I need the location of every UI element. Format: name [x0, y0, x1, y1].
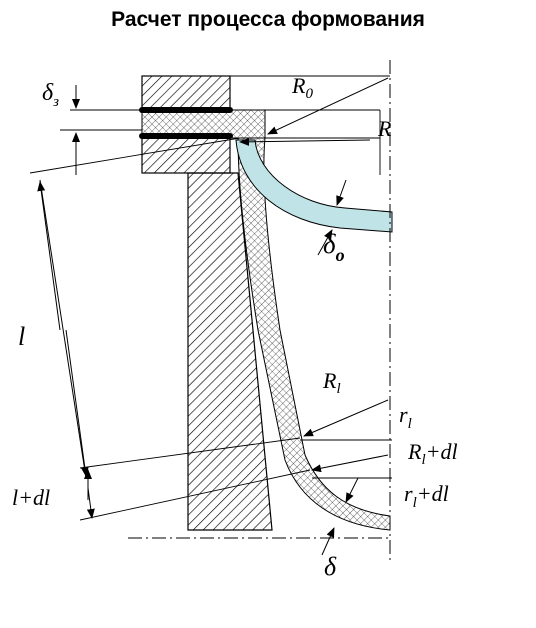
label-delta-z: δз	[42, 80, 59, 110]
R-arrow	[239, 137, 371, 146]
delta-o-arrow-bottom	[317, 229, 333, 256]
label-Rl: Rl	[322, 368, 341, 397]
label-rl-dl: rl+dl	[404, 481, 449, 511]
label-Rl-dl: Rl+dl	[407, 439, 458, 468]
l-dimension-line	[39, 179, 87, 479]
die-flange	[141, 137, 231, 174]
l-arrow-top	[37, 181, 61, 331]
blank-holder	[141, 75, 231, 111]
delta-arrow-bottom	[321, 527, 335, 556]
l-arrow-bottom	[65, 329, 89, 477]
Rl-arrow	[303, 399, 389, 437]
label-rl: rl	[399, 402, 412, 432]
label-l-dl: l+dl	[12, 485, 50, 510]
label-R: R	[377, 116, 392, 141]
delta-arrow-top	[345, 477, 359, 503]
die-body	[187, 172, 273, 531]
initial-blank	[235, 139, 393, 233]
delta-o-arrow-top	[336, 179, 347, 206]
ext-ldl-bottom	[79, 469, 311, 521]
label-delta: δ	[324, 552, 337, 581]
ext-l-top	[29, 137, 241, 174]
Rl-dl-arrow	[311, 454, 389, 473]
label-l: l	[18, 322, 25, 351]
diagram-title: Расчет процесса формования	[111, 8, 425, 31]
label-delta-o: δo	[323, 229, 345, 265]
R0-arrow	[267, 77, 389, 135]
ext-l-bottom	[79, 437, 301, 469]
label-R0: R0	[291, 73, 313, 102]
ldl-arrow-bottom	[86, 487, 95, 519]
